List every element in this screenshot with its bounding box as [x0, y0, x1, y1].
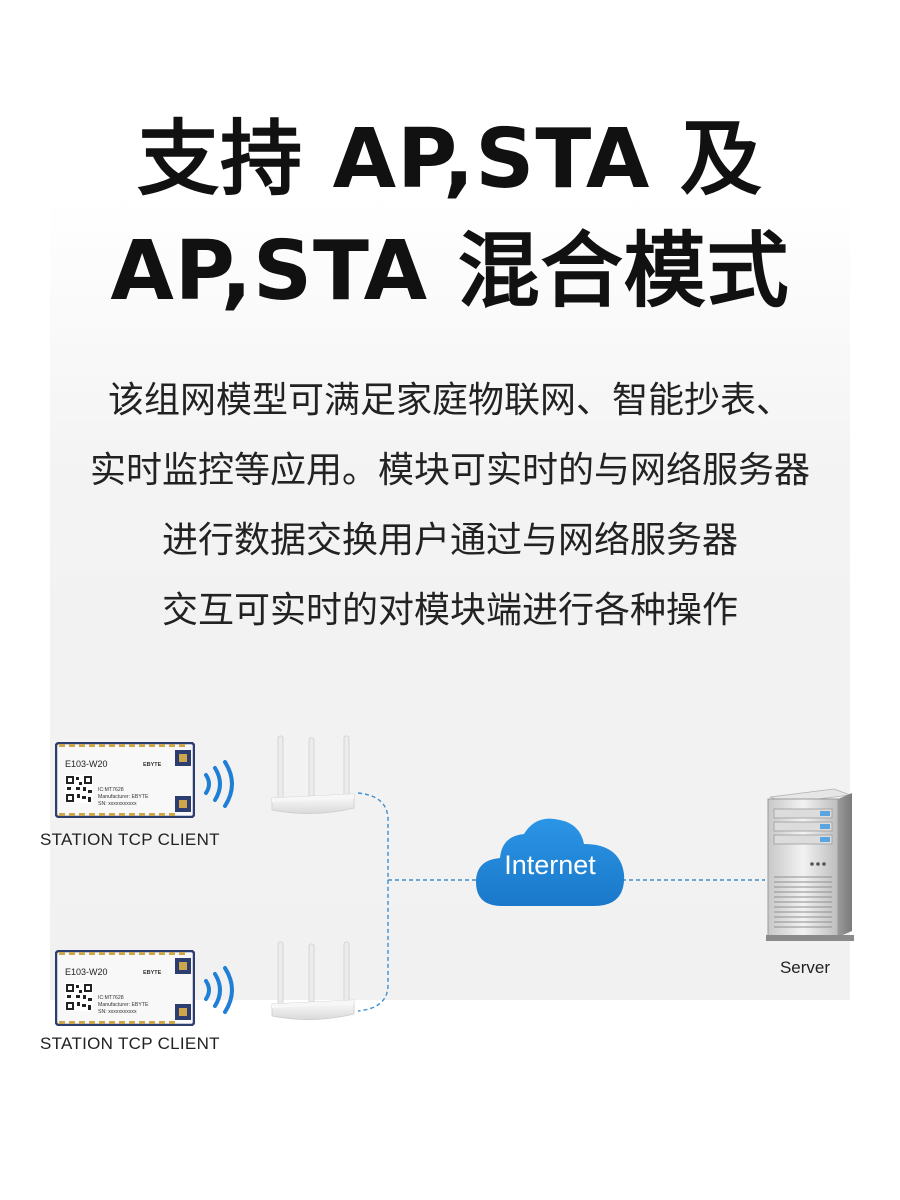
link-router1 — [357, 792, 389, 1012]
module-2-role-label: STATION TCP CLIENT — [40, 1034, 220, 1053]
router-icon — [271, 735, 355, 814]
module-manufacturer-label: Manufacturer: EBYTE — [98, 794, 149, 800]
description-line-3: 进行数据交换用户通过与网络服务器 — [161, 520, 738, 561]
server-label: Server — [779, 958, 831, 977]
qr-code-icon — [65, 775, 93, 803]
module-ic-label: IC:MT7628 — [98, 787, 124, 793]
diagram-background-panel — [50, 195, 850, 1000]
headline-line-2: AP,STA 混合模式 — [110, 224, 790, 319]
headline-line-1: 支持 AP,STA 及 — [137, 112, 763, 207]
router-icon — [271, 941, 355, 1020]
wifi-module-1: E103-W20 EBYTE IC:MT7628 Manufacturer: E… — [55, 742, 195, 818]
qr-code-icon — [65, 983, 93, 1011]
module-sn-label: SN: xxxxxxxxxxx — [98, 801, 137, 807]
description-line-1: 该组网模型可满足家庭物联网、智能抄表、 — [107, 380, 792, 421]
module-brand-label: EBYTE — [143, 762, 162, 768]
module-brand-label: EBYTE — [143, 970, 162, 976]
wifi-signal-icon — [204, 966, 234, 1014]
wifi-module-2: E103-W20 EBYTE IC:MT7628 Manufacturer: E… — [55, 950, 195, 1026]
internet-label: Internet — [504, 850, 596, 880]
server-icon — [766, 788, 854, 941]
module-ic-label: IC:MT7628 — [98, 995, 124, 1001]
description-line-4: 交互可实时的对模块端进行各种操作 — [161, 590, 738, 631]
module-1-role-label: STATION TCP CLIENT — [40, 830, 220, 849]
cloud-icon — [476, 818, 625, 906]
description-line-2: 实时监控等应用。模块可实时的与网络服务器 — [89, 450, 810, 491]
module-model-label: E103-W20 — [65, 759, 108, 769]
module-sn-label: SN: xxxxxxxxxxx — [98, 1009, 137, 1015]
module-model-label: E103-W20 — [65, 967, 108, 977]
wifi-signal-icon — [204, 760, 234, 808]
module-manufacturer-label: Manufacturer: EBYTE — [98, 1002, 149, 1008]
